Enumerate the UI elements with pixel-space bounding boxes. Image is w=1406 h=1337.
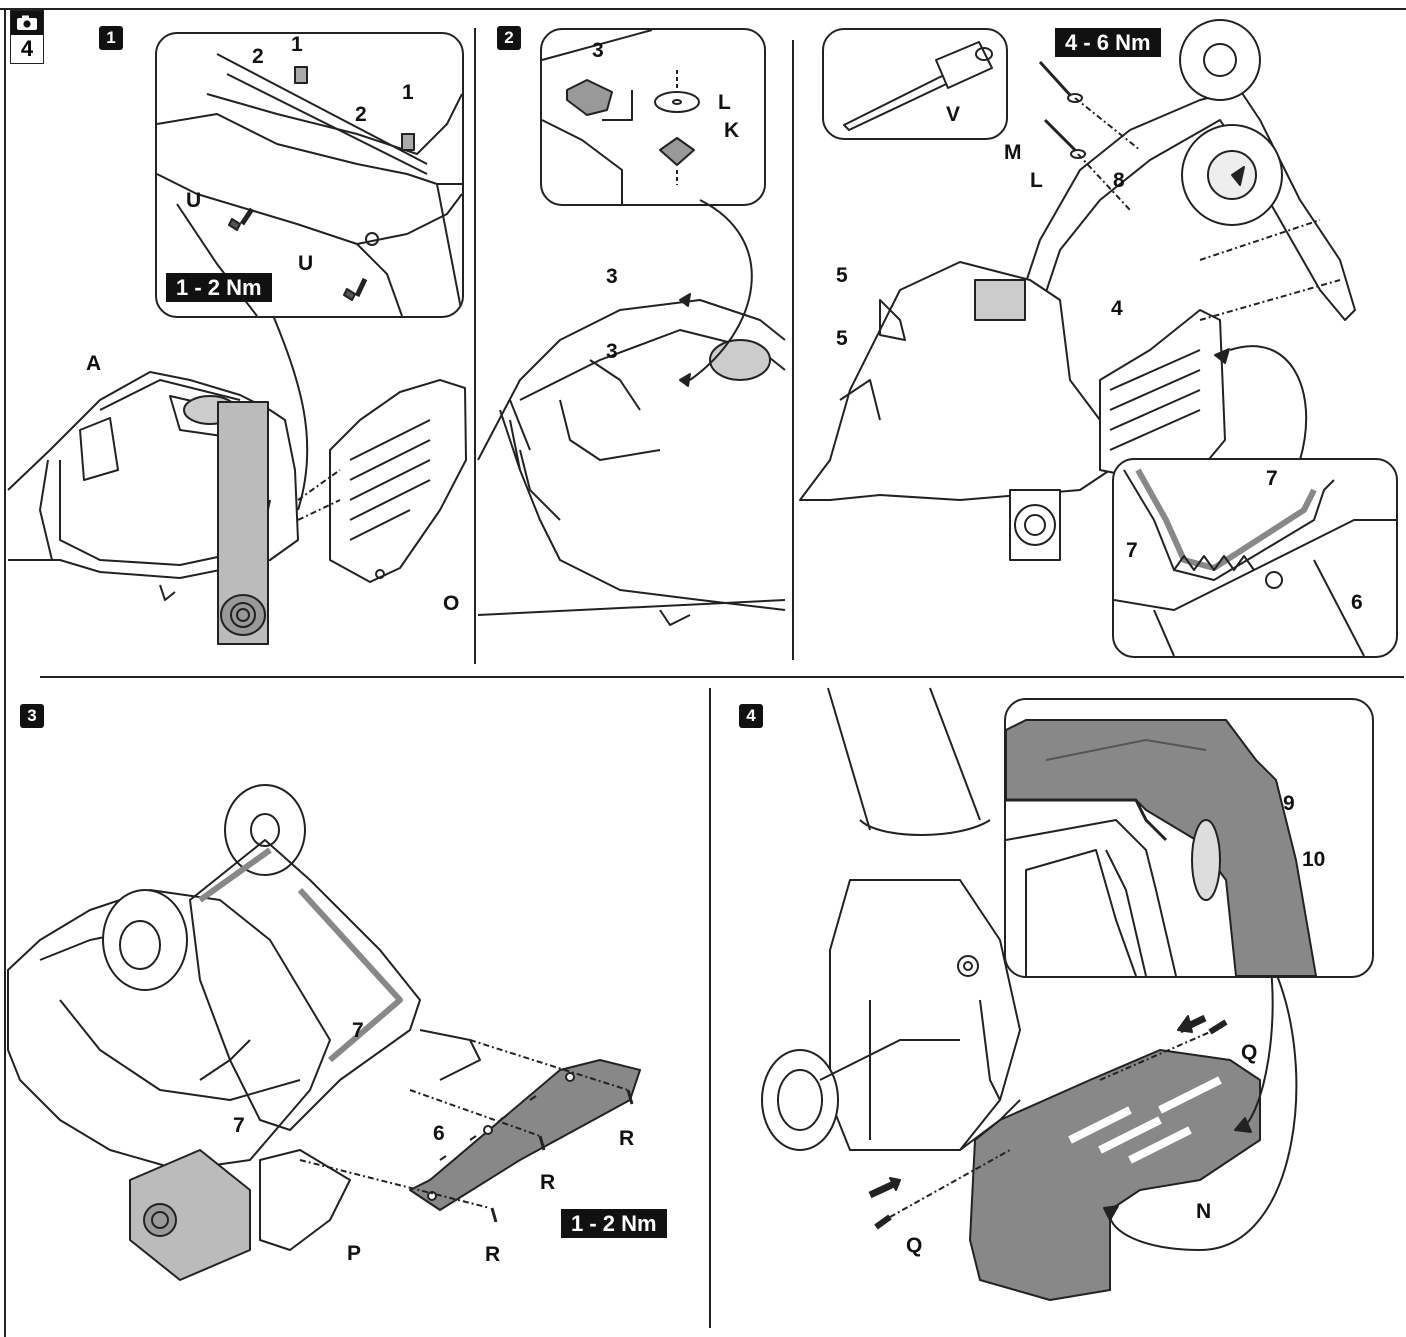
horizontal-divider <box>40 676 1404 678</box>
wrench-detail-inset <box>822 28 1008 140</box>
label-1a: 1 <box>291 33 303 56</box>
page-number: 4 <box>20 36 34 61</box>
label-3-inset: 3 <box>592 39 604 62</box>
label-v: V <box>946 103 961 126</box>
label-1b: 1 <box>402 81 414 104</box>
step2-inset-drawing <box>541 29 700 204</box>
divider-step2-handle <box>792 40 794 660</box>
label-l-handle: L <box>1030 169 1043 192</box>
step-2-badge: 2 <box>497 26 521 50</box>
step4-inset-drawing <box>1006 719 1317 976</box>
label-u1: U <box>186 189 202 212</box>
label-p: P <box>347 1242 362 1265</box>
label-4: 4 <box>1111 297 1123 320</box>
label-9: 9 <box>1283 792 1295 815</box>
label-m: M <box>1004 141 1022 164</box>
page-tag: 4 <box>10 10 44 64</box>
step2-detail-inset <box>540 28 766 206</box>
label-7-upper: 7 <box>352 1019 364 1042</box>
label-k-nut: K <box>724 119 740 142</box>
label-8: 8 <box>1113 169 1125 192</box>
label-7-right: 7 <box>1266 467 1278 490</box>
handle-inset-drawing <box>1114 468 1396 656</box>
label-n: N <box>1196 1200 1212 1223</box>
label-5-upper: 5 <box>836 264 848 287</box>
label-3-upper: 3 <box>606 265 618 288</box>
divider-step1-step2 <box>474 28 476 664</box>
label-a: A <box>86 352 102 375</box>
handle-torque-badge: 4 - 6 Nm <box>1055 28 1161 58</box>
label-r-left: R <box>485 1243 501 1266</box>
label-q-right: Q <box>1241 1041 1258 1064</box>
label-7-left: 7 <box>1126 539 1138 562</box>
label-r-right: R <box>619 1127 635 1150</box>
step-1-badge: 1 <box>99 26 123 50</box>
label-2a: 2 <box>252 45 264 68</box>
step1-torque-badge: 1 - 2 Nm <box>166 273 272 303</box>
label-6: 6 <box>1351 591 1363 614</box>
label-o: O <box>443 592 460 615</box>
step-4-badge: 4 <box>739 704 763 728</box>
step-3-badge: 3 <box>20 704 44 728</box>
label-r-middle: R <box>540 1171 556 1194</box>
label-q-left: Q <box>906 1234 923 1257</box>
left-border <box>4 8 6 1337</box>
label-3-lower: 3 <box>606 340 618 363</box>
step4-detail-inset <box>1004 698 1374 978</box>
label-6-step3: 6 <box>433 1122 445 1145</box>
label-l-washer: L <box>718 91 731 114</box>
handle-detail-inset <box>1112 458 1398 658</box>
wrench-icon <box>843 41 993 131</box>
divider-step3-step4 <box>709 688 711 1328</box>
top-border <box>0 8 1406 10</box>
label-2b: 2 <box>355 103 367 126</box>
step3-torque-badge: 1 - 2 Nm <box>561 1209 667 1239</box>
label-5-lower: 5 <box>836 327 848 350</box>
label-10: 10 <box>1302 848 1326 871</box>
label-u2: U <box>298 252 314 275</box>
label-7-lower: 7 <box>233 1114 245 1137</box>
camera-icon <box>11 11 43 35</box>
